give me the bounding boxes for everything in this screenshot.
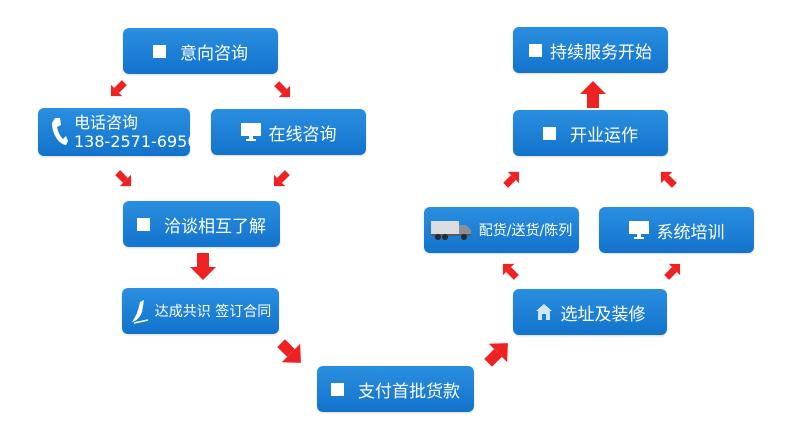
arrow-delivery-to-operation [503,171,520,188]
node-payment: 支付首批货款 [317,366,474,412]
monitor-icon [628,221,649,239]
arrow-negotiate-to-sign [190,253,216,280]
arrow-sign-to-payment [277,339,301,363]
phone-consult-label: 电话咨询 [74,113,139,132]
square-bullet-icon [529,43,542,57]
arrow-operation-to-service [580,81,606,108]
arrow-consult-to-online [274,81,291,98]
house-icon [535,303,553,321]
node-label: 开业运作 [570,125,638,146]
square-bullet-icon [543,126,556,140]
arrow-online-to-negotiate [273,170,290,187]
node-label: 持续服务开始 [550,42,652,63]
node-training: 系统培训 [599,207,754,253]
node-label: 选址及装修 [560,304,646,325]
square-bullet-icon [153,44,166,58]
node-label: 达成共识 签订合同 [154,304,272,320]
truck-icon [430,219,471,241]
node-consult: 意向咨询 [123,28,278,74]
node-label: 配货/送货/陈列 [478,223,573,239]
node-label: 洽谈相互了解 [164,216,266,237]
square-bullet-icon [137,217,150,231]
node-online-consult: 在线咨询 [211,109,366,155]
pen-signature-icon [130,298,150,324]
node-sign: 达成共识 签订合同 [122,288,279,334]
node-label: 系统培训 [656,222,725,243]
node-label: 在线咨询 [268,124,337,145]
arrow-phone-to-negotiate [115,170,132,187]
node-operation: 开业运作 [513,110,668,156]
arrow-payment-to-site [484,343,508,367]
node-service: 持续服务开始 [513,27,668,73]
phone-number: 138-2571-6950 [74,132,198,151]
node-site: 选址及装修 [513,289,667,335]
node-label: 支付首批货款 [358,381,460,402]
node-negotiate: 洽谈相互了解 [123,201,280,247]
monitor-icon [240,123,261,141]
arrow-site-to-training [664,263,681,280]
arrow-training-to-operation [660,171,677,188]
node-label: 意向咨询 [180,43,248,64]
node-delivery: 配货/送货/陈列 [424,207,579,253]
arrow-consult-to-phone [110,80,127,97]
node-phone-consult: 电话咨询 138-2571-6950 [38,108,198,156]
arrow-site-to-delivery [502,263,519,280]
square-bullet-icon [331,382,344,396]
phone-icon [50,117,68,147]
